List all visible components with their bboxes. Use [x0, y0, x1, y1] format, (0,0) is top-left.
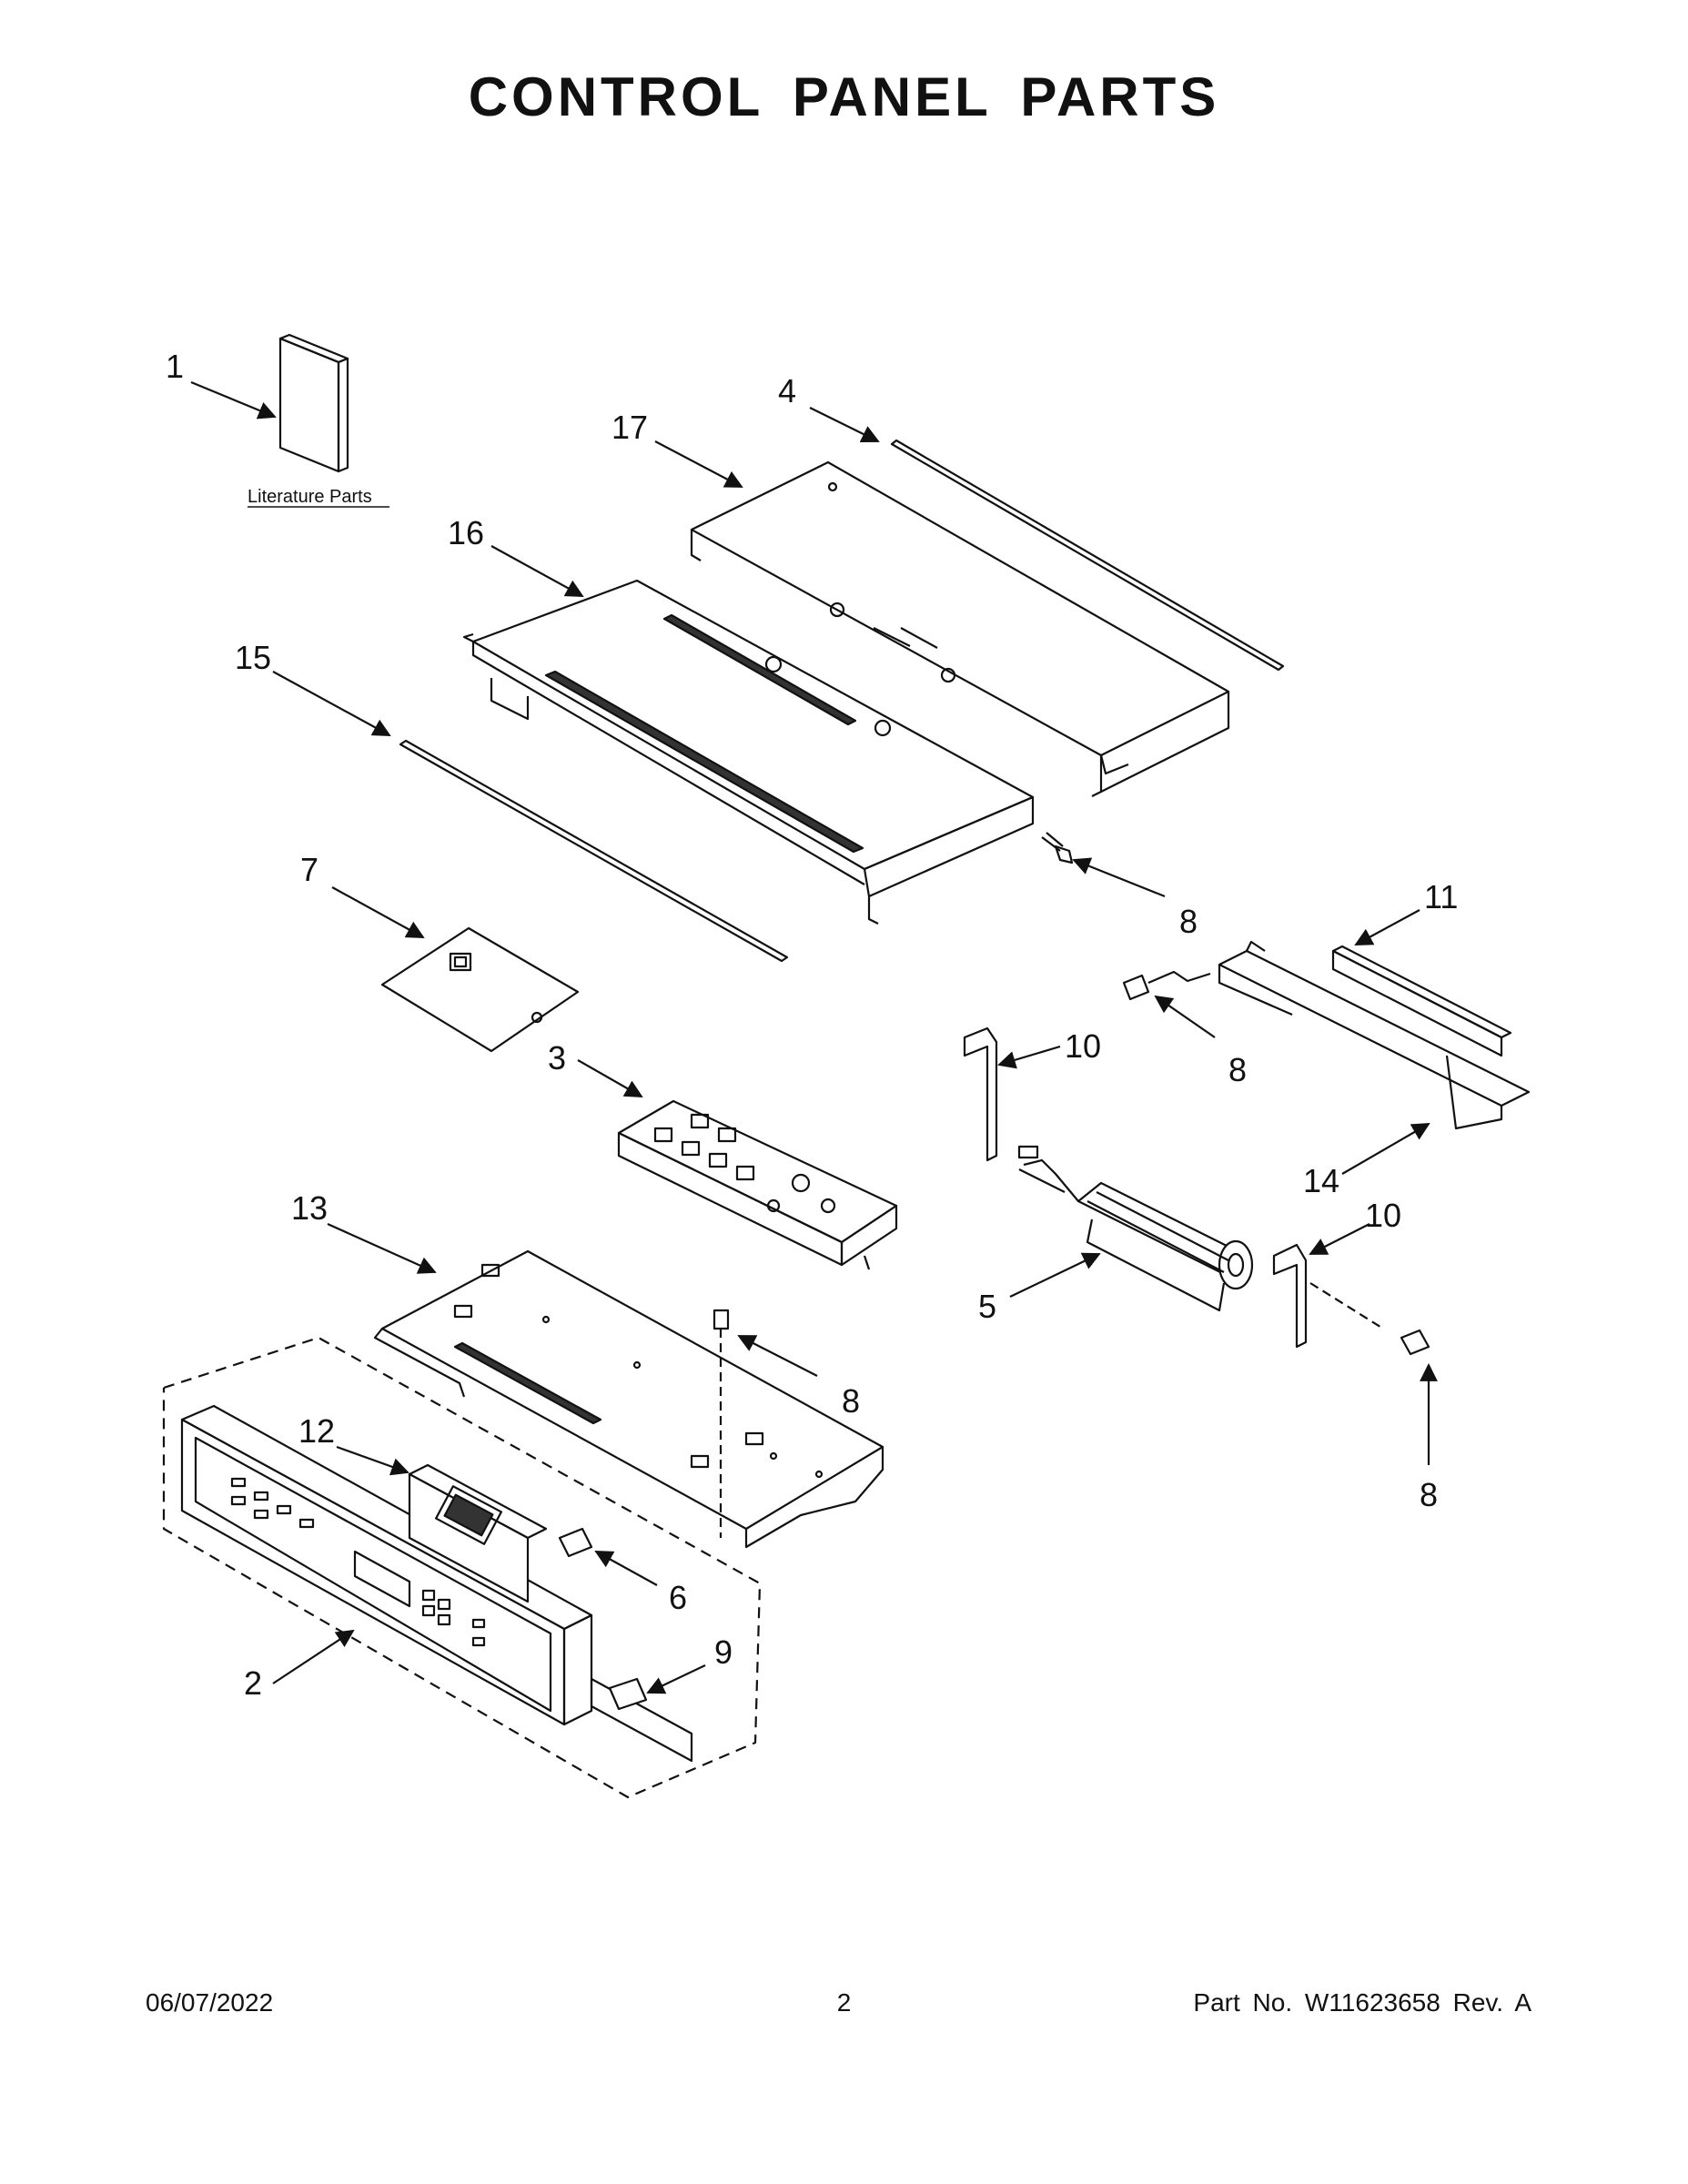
leader-arrow	[737, 1335, 818, 1377]
footer-page-number: 2	[836, 1988, 852, 2017]
callout-6: 6	[669, 1579, 687, 1616]
top-cover-part	[690, 460, 1230, 797]
callout-11: 11	[1424, 878, 1458, 915]
callout-8: 8	[842, 1382, 860, 1420]
callout-10: 10	[1365, 1197, 1401, 1234]
leader-arrow	[331, 886, 425, 938]
callout-3: 3	[548, 1039, 566, 1077]
leader-arrow	[1072, 857, 1166, 898]
callout-5: 5	[978, 1288, 996, 1325]
blower-fan-part	[1017, 1145, 1254, 1312]
literature-booklet	[278, 333, 349, 473]
small-bracket-part	[963, 1026, 998, 1162]
callout-15: 15	[235, 639, 271, 676]
screw-part	[1041, 832, 1074, 864]
literature-parts-label: Literature Parts	[248, 487, 372, 507]
leader-arrow	[997, 1045, 1061, 1069]
callout-9: 9	[714, 1633, 733, 1671]
rod-part	[399, 739, 789, 963]
leader-arrow	[1154, 995, 1216, 1038]
callout-12: 12	[298, 1412, 335, 1450]
callout-2: 2	[244, 1664, 262, 1702]
console-group-outline	[162, 1336, 762, 1799]
leader-arrow	[1009, 1252, 1101, 1298]
callout-7: 7	[300, 851, 318, 888]
leader-arrow	[327, 1222, 437, 1274]
callout-17: 17	[612, 409, 648, 446]
callout-4: 4	[778, 372, 796, 410]
callout-14: 14	[1303, 1162, 1339, 1199]
small-bracket-part	[1272, 1243, 1384, 1349]
callout-16: 16	[448, 514, 484, 551]
rail-strip-part	[890, 439, 1285, 672]
bracket-part	[1218, 940, 1531, 1130]
leader-arrow	[336, 1445, 409, 1476]
footer-part-number: Part No. W11623658 Rev. A	[1193, 1988, 1531, 2017]
leader-arrow	[1309, 1223, 1370, 1255]
screw-part	[1400, 1329, 1430, 1356]
callout-8: 8	[1228, 1051, 1247, 1088]
insulation-pad-part	[380, 926, 580, 1053]
screw-part	[713, 1309, 730, 1538]
leader-arrow	[594, 1551, 658, 1586]
footer-date: 06/07/2022	[146, 1988, 274, 2017]
control-housing-part	[462, 579, 1035, 925]
control-board-part	[617, 1099, 898, 1270]
leader-arrow	[1341, 1123, 1430, 1175]
leader-arrow	[272, 671, 391, 736]
callout-8: 8	[1420, 1476, 1438, 1513]
callout-10: 10	[1065, 1027, 1101, 1065]
leader-arrow	[190, 380, 277, 420]
leader-arrow	[646, 1664, 706, 1694]
callout-1: 1	[166, 348, 184, 385]
screw-part	[1122, 970, 1211, 1001]
screw-part	[608, 1677, 648, 1711]
leader-arrow	[272, 1629, 355, 1684]
gasket-strip-part	[1331, 945, 1512, 1057]
leader-arrow	[490, 545, 584, 597]
leader-arrow	[1354, 909, 1420, 945]
callout-13: 13	[291, 1189, 328, 1227]
screw-part	[558, 1527, 593, 1558]
mounting-panel-part	[373, 1249, 884, 1549]
leader-arrow	[809, 407, 880, 442]
page-title: CONTROL PANEL PARTS	[468, 66, 1220, 127]
callout-8: 8	[1179, 903, 1198, 940]
interface-module-part	[408, 1463, 548, 1603]
leader-arrow	[654, 440, 743, 488]
leader-arrow	[577, 1059, 643, 1097]
